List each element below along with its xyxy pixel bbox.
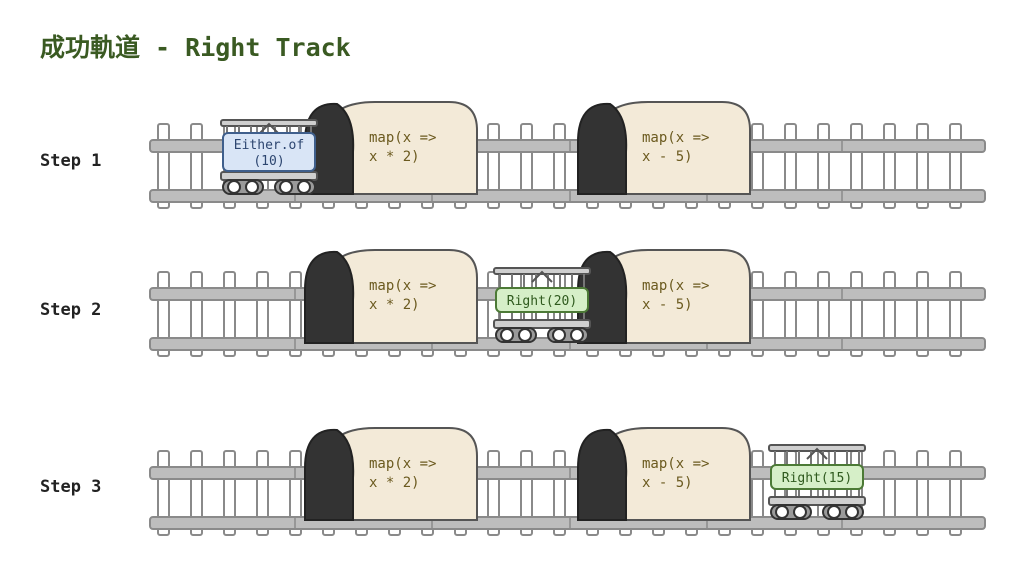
cart-roof bbox=[531, 270, 553, 283]
tunnel-map-times-2-step-3: map(x => x * 2) bbox=[304, 427, 478, 521]
cart-chassis bbox=[768, 496, 866, 506]
cart-value-text: Right(20) bbox=[507, 294, 577, 309]
cart-value-text: Right(15) bbox=[782, 471, 852, 486]
page-title: 成功軌道 - Right Track bbox=[40, 33, 351, 62]
cart-chassis bbox=[493, 319, 591, 329]
cart-step-3: Right(15) bbox=[768, 444, 866, 520]
cart-wheel bbox=[827, 505, 841, 519]
cart-value-plate bbox=[222, 132, 316, 172]
cart-value-plate bbox=[770, 464, 864, 490]
tunnel-mouth bbox=[577, 428, 628, 521]
step-3-label: Step 3 bbox=[40, 477, 102, 497]
tunnel-label-line: x * 2) bbox=[369, 475, 420, 491]
cart-wheel bbox=[518, 328, 532, 342]
step-1-label: Step 1 bbox=[40, 151, 102, 171]
tunnel-mouth bbox=[577, 102, 628, 195]
cart-wheel bbox=[279, 180, 293, 194]
step-2-label: Step 2 bbox=[40, 300, 102, 320]
cart-wheel bbox=[570, 328, 584, 342]
tunnel-map-minus-5-step-1: map(x => x - 5) bbox=[577, 101, 751, 195]
tunnel-label-line: x - 5) bbox=[642, 149, 693, 165]
tunnel-mouth bbox=[304, 428, 355, 521]
tunnel-label-line: map(x => bbox=[369, 456, 436, 472]
tunnel-map-minus-5-step-3: map(x => x - 5) bbox=[577, 427, 751, 521]
tunnel-label-line: map(x => bbox=[642, 278, 709, 294]
tunnel-map-minus-5-step-2: map(x => x - 5) bbox=[577, 249, 751, 344]
rail-bottom bbox=[149, 189, 986, 203]
tunnel-map-times-2-step-2: map(x => x * 2) bbox=[304, 249, 478, 344]
cart-step-1: Either.of(10) bbox=[220, 119, 318, 195]
cart-value-text: (10) bbox=[253, 154, 284, 169]
tunnel-label-line: map(x => bbox=[642, 130, 709, 146]
cart-wheel bbox=[775, 505, 789, 519]
cart-wheel bbox=[793, 505, 807, 519]
tunnel-label-line: map(x => bbox=[642, 456, 709, 472]
cart-wheel bbox=[552, 328, 566, 342]
cart-wheel bbox=[297, 180, 311, 194]
tunnel-label-line: map(x => bbox=[369, 278, 436, 294]
tunnel-label-line: map(x => bbox=[369, 130, 436, 146]
cart-roof bbox=[258, 122, 280, 135]
tunnel-map-times-2-step-1: map(x => x * 2) bbox=[304, 101, 478, 195]
cart-value-text: Either.of bbox=[234, 138, 304, 153]
tunnel-label-line: x * 2) bbox=[369, 149, 420, 165]
tunnel-label-line: x - 5) bbox=[642, 297, 693, 313]
cart-value-plate bbox=[495, 287, 589, 313]
cart-wheel bbox=[500, 328, 514, 342]
cart-wheel bbox=[245, 180, 259, 194]
cart-wheel bbox=[845, 505, 859, 519]
tunnel-label-line: x - 5) bbox=[642, 475, 693, 491]
cart-step-2: Right(20) bbox=[493, 267, 591, 343]
tunnel-mouth bbox=[304, 250, 355, 344]
cart-chassis bbox=[220, 171, 318, 181]
track-2 bbox=[149, 271, 986, 357]
cart-roof bbox=[806, 447, 828, 460]
cart-wheel bbox=[227, 180, 241, 194]
tunnel-label-line: x * 2) bbox=[369, 297, 420, 313]
